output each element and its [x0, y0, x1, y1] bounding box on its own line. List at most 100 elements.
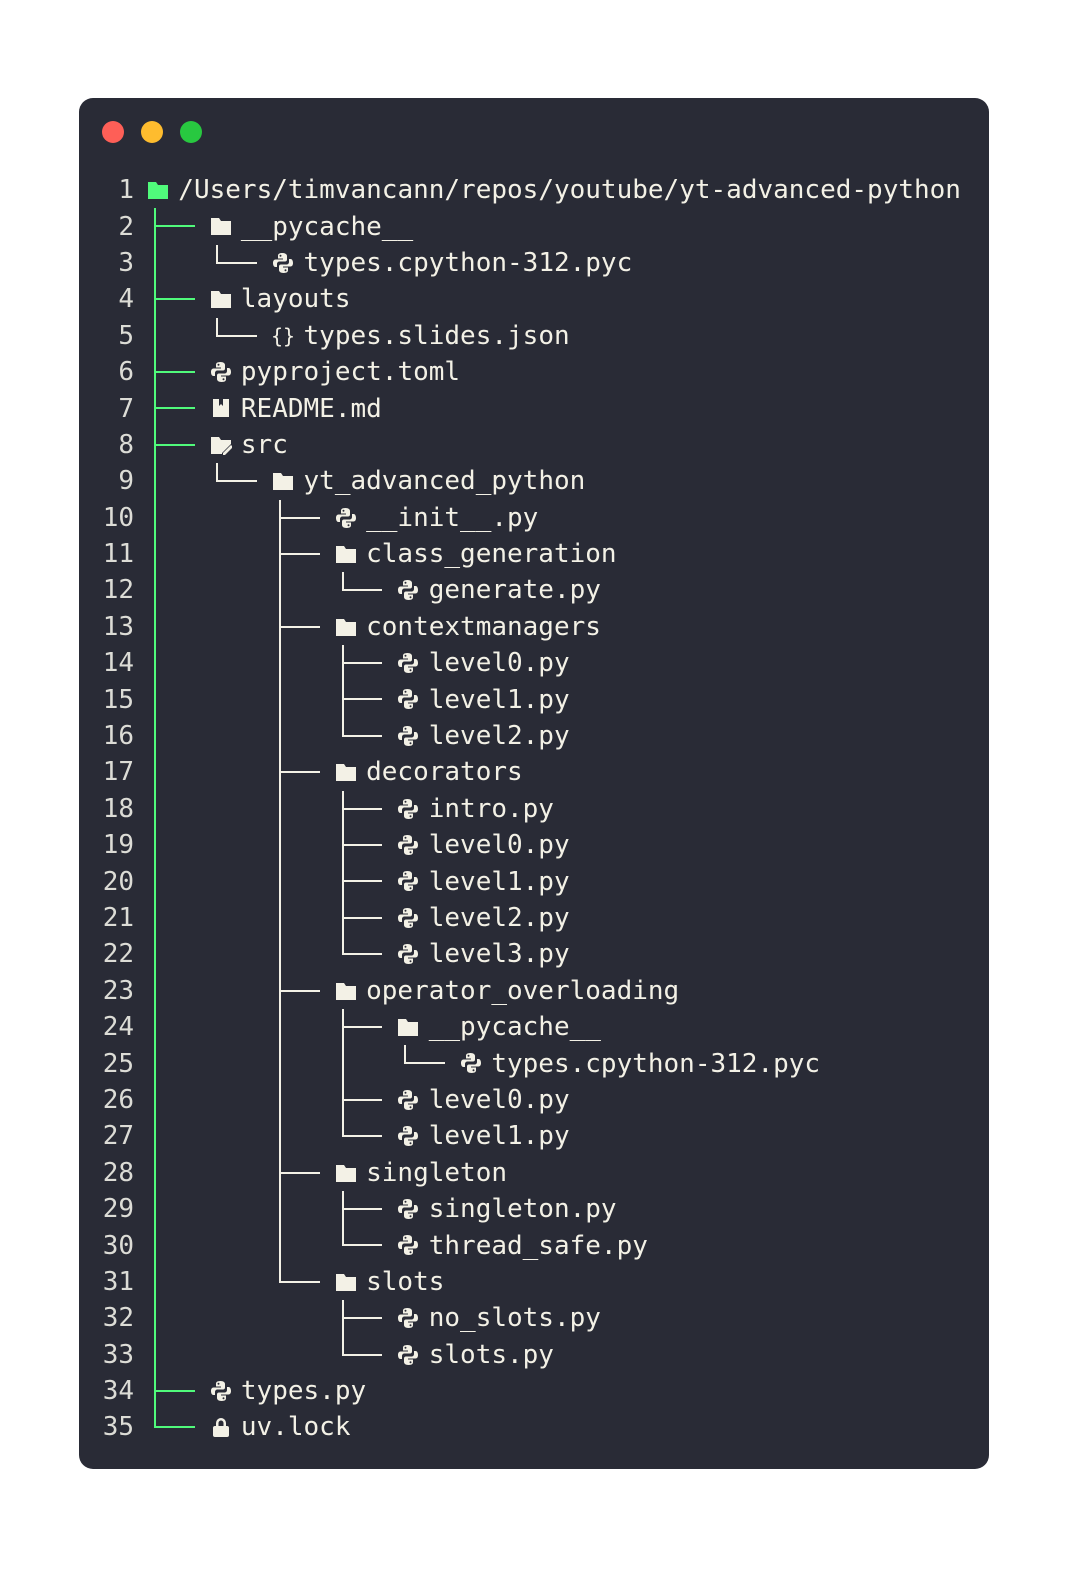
file-name[interactable]: types.cpython-312.pyc	[303, 247, 633, 278]
tree-connector-pipe	[272, 645, 335, 682]
line-number: 34	[102, 1376, 134, 1407]
folder-name[interactable]: /Users/timvancann/repos/youtube/yt-advan…	[178, 175, 961, 206]
file-name[interactable]: generate.py	[428, 575, 601, 606]
folder-name[interactable]: __pycache__	[428, 1012, 601, 1043]
tree-connector-tee	[335, 645, 398, 682]
file-name[interactable]: uv.lock	[240, 1412, 351, 1443]
tree-row-folder[interactable]: 9 yt_advanced_python	[100, 463, 961, 500]
tree-connector-pipe	[147, 1118, 210, 1155]
folder-src-icon	[210, 427, 241, 463]
tree-connector-blank	[210, 1264, 273, 1300]
file-name[interactable]: level3.py	[428, 939, 570, 970]
file-name[interactable]: slots.py	[428, 1339, 554, 1370]
line-number: 9	[118, 466, 134, 497]
readme-icon	[210, 390, 241, 426]
maximize-button[interactable]	[180, 121, 202, 143]
tree-connector-blank	[210, 609, 273, 645]
folder-name[interactable]: class_generation	[366, 539, 617, 570]
line-number: 4	[118, 284, 134, 315]
file-name[interactable]: types.py	[240, 1376, 367, 1407]
folder-name[interactable]: src	[240, 429, 288, 460]
tree-row-folder[interactable]: 4 layouts	[100, 281, 961, 318]
tree-connector-elbow	[272, 1263, 335, 1300]
file-name[interactable]: singleton.py	[428, 1194, 617, 1225]
file-name[interactable]: pyproject.toml	[240, 357, 461, 388]
tree-row-file[interactable]: 21 level2.py	[100, 899, 961, 937]
folder-name[interactable]: yt_advanced_python	[303, 466, 586, 497]
tree-row-file[interactable]: 14 level0.py	[100, 645, 961, 682]
folder-name[interactable]: singleton	[366, 1157, 508, 1188]
tree-row-file[interactable]: 5{}types.slides.json	[100, 317, 961, 354]
file-name[interactable]: level2.py	[428, 721, 570, 752]
file-name[interactable]: intro.py	[428, 793, 554, 824]
file-name[interactable]: level0.py	[428, 830, 570, 861]
file-name[interactable]: level2.py	[428, 903, 570, 933]
tree-connector-elbow	[335, 1118, 398, 1154]
tree-connector-tee	[147, 1372, 210, 1410]
tree-connector-blank	[210, 645, 273, 681]
file-name[interactable]: no_slots.py	[428, 1303, 601, 1334]
file-name[interactable]: level1.py	[428, 1121, 570, 1152]
tree-row-folder[interactable]: 1/Users/timvancann/repos/youtube/yt-adva…	[100, 172, 961, 208]
python-icon	[397, 936, 428, 972]
folder-name[interactable]: decorators	[366, 757, 523, 788]
tree-connector-pipe	[147, 936, 210, 973]
folder-name[interactable]: operator_overloading	[366, 975, 680, 1006]
close-button[interactable]	[102, 121, 124, 143]
folder-name[interactable]: slots	[366, 1266, 445, 1297]
tree-row-folder[interactable]: 24__pycache__	[100, 1008, 961, 1046]
file-name[interactable]: types.slides.json	[303, 320, 570, 351]
line-number: 10	[102, 502, 134, 533]
line-number: 14	[102, 648, 134, 679]
file-name[interactable]: __init__.py	[366, 502, 539, 533]
file-name[interactable]: level0.py	[428, 1084, 570, 1115]
folder-name[interactable]: contextmanagers	[366, 611, 601, 642]
tree-connector-blank	[210, 754, 273, 790]
tree-row-file[interactable]: 34 types.py	[100, 1372, 961, 1410]
file-name[interactable]: level1.py	[428, 684, 570, 715]
tree-connector-pipe	[272, 572, 335, 609]
tree-row-folder[interactable]: 2__pycache__	[100, 208, 961, 245]
file-name[interactable]: README.md	[240, 393, 382, 424]
file-name[interactable]: types.cpython-312.pyc	[491, 1048, 821, 1079]
line-number: 21	[102, 903, 134, 933]
tree-connector-blank	[210, 900, 273, 936]
tree-connector-tee	[272, 754, 335, 791]
folder-name[interactable]: __pycache__	[240, 211, 414, 242]
minimize-button[interactable]	[141, 121, 163, 143]
tree-connector-pipe	[147, 463, 210, 500]
file-name[interactable]: level1.py	[428, 866, 570, 897]
folder-name[interactable]: layouts	[240, 284, 351, 315]
tree-connector-elbow	[335, 1336, 398, 1373]
tree-connector-pipe	[272, 1118, 335, 1155]
file-name[interactable]: level0.py	[428, 648, 570, 679]
tree-row-file[interactable]: 10 __init__.py	[100, 499, 961, 536]
tree-connector-tee	[335, 790, 398, 828]
file-name[interactable]: thread_safe.py	[428, 1230, 648, 1261]
